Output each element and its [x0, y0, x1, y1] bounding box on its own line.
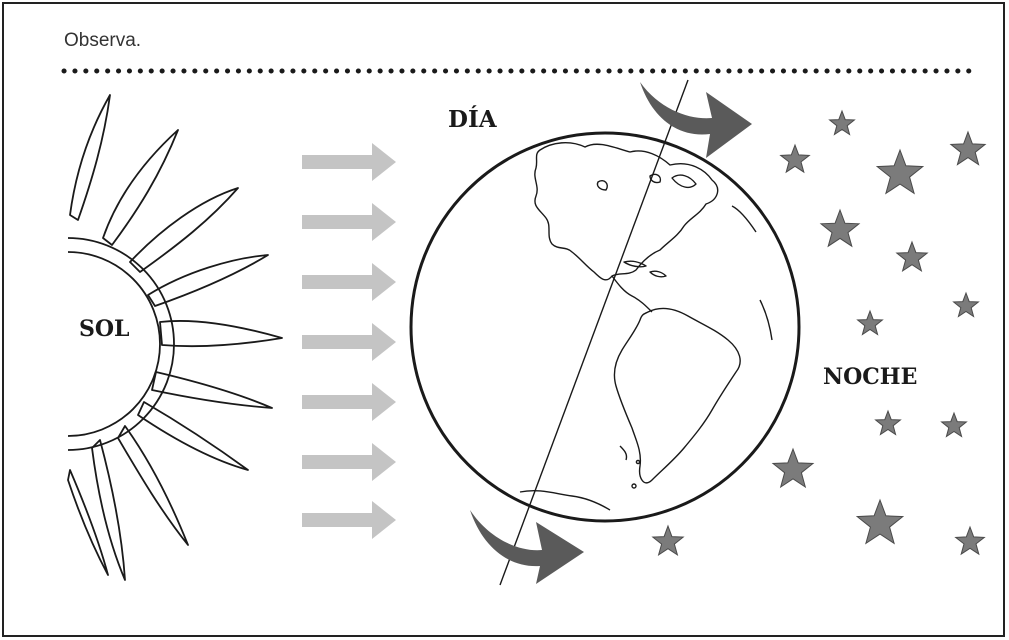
earth-globe-icon — [409, 131, 801, 523]
sunlight-arrow-icon — [302, 323, 396, 361]
star-icon — [875, 148, 925, 195]
star-icon — [651, 524, 685, 557]
star-icon — [952, 291, 980, 318]
sun-icon — [67, 94, 283, 581]
sunlight-arrow-icon — [302, 501, 396, 539]
star-icon — [940, 411, 968, 438]
rotation-arrow-icon — [640, 82, 752, 158]
star-icon — [874, 409, 902, 436]
rotation-arrows — [470, 82, 752, 584]
star-icon — [949, 130, 987, 166]
stars — [651, 109, 987, 557]
rotation-axis — [499, 79, 689, 586]
star-icon — [895, 240, 929, 273]
sun-label: SOL — [79, 316, 130, 342]
star-icon — [771, 447, 815, 489]
rotation-arrow-icon — [470, 510, 584, 584]
instruction-text: Observa. — [64, 30, 142, 51]
sunlight-arrow-icon — [302, 143, 396, 181]
star-icon — [855, 498, 905, 545]
star-icon — [779, 143, 811, 174]
sunlight-arrow-icon — [302, 443, 396, 481]
star-icon — [828, 109, 856, 136]
sunlight-arrow-icon — [302, 203, 396, 241]
sunlight-arrow-icon — [302, 383, 396, 421]
star-icon — [819, 208, 861, 248]
sunlight-arrows — [302, 143, 396, 539]
star-icon — [954, 525, 986, 556]
sunlight-arrow-icon — [302, 263, 396, 301]
day-label: DÍA — [448, 106, 497, 133]
star-icon — [856, 309, 884, 336]
night-label: NOCHE — [823, 364, 918, 390]
